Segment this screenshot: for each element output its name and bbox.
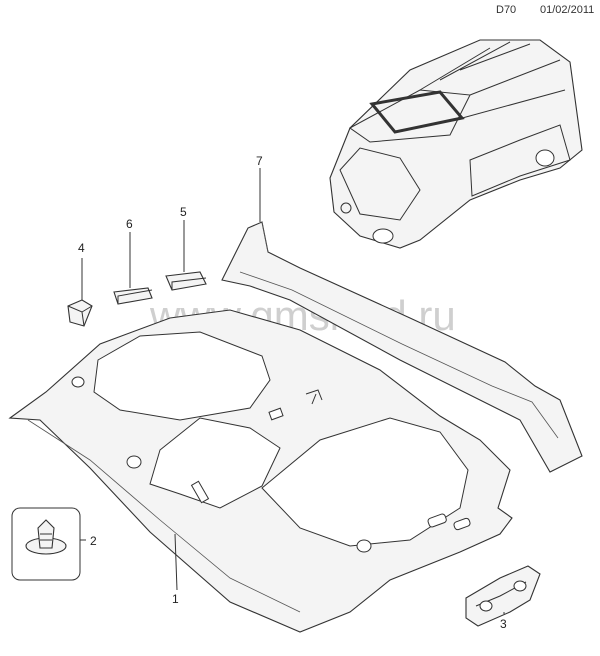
callout-1: 1: [172, 592, 179, 606]
callout-4: 4: [78, 241, 85, 255]
van-illustration: [329, 39, 583, 249]
diagram-date: 01/02/2011: [540, 4, 595, 16]
part-1-headliner[interactable]: [8, 309, 513, 633]
callout-3: 3: [500, 617, 507, 631]
diagram-code: D70: [496, 4, 517, 16]
callout-6: 6: [126, 217, 133, 231]
leader-lines: [80, 168, 505, 614]
callout-2: 2: [90, 534, 97, 548]
part-2-clip-inset[interactable]: [11, 507, 81, 581]
callout-7: 7: [256, 154, 263, 168]
part-4-pad[interactable]: [67, 299, 93, 327]
part-7-roof-strip[interactable]: [221, 221, 583, 473]
part-3-handle[interactable]: [465, 565, 541, 627]
callout-5: 5: [180, 205, 187, 219]
part-5-pad[interactable]: [165, 271, 207, 291]
part-6-pad[interactable]: [113, 287, 153, 305]
